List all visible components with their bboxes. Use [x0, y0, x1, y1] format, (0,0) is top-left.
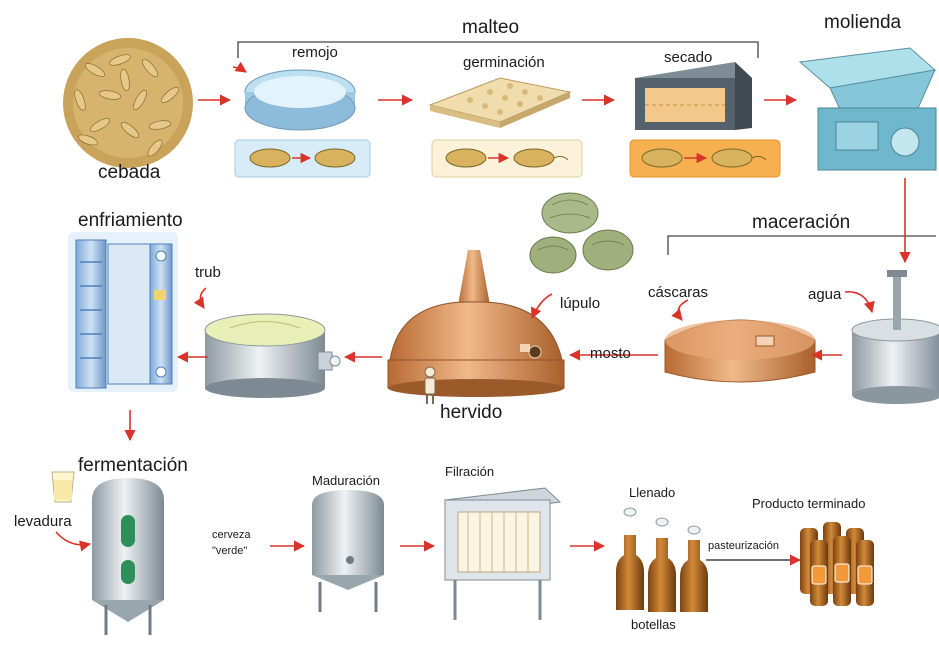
label-mosto: mosto — [590, 346, 631, 361]
label-producto-terminado: Producto terminado — [752, 497, 865, 510]
fermenter-tank-icon — [92, 478, 164, 635]
mill-icon — [800, 48, 936, 170]
label-verde: "verde" — [212, 546, 247, 557]
label-agua: agua — [808, 287, 841, 302]
seed-panel-secado — [630, 140, 780, 177]
seed-panel-remojo — [235, 140, 370, 177]
mash-tun-icon — [852, 270, 939, 404]
finished-product-icon — [800, 522, 874, 606]
label-enfriamiento: enfriamiento — [78, 211, 183, 230]
label-germinacion: germinación — [463, 55, 545, 70]
label-pasteurizacion: pasteurización — [708, 541, 779, 552]
steeping-dish-icon — [245, 70, 355, 130]
label-molienda: molienda — [824, 13, 901, 32]
label-lupulo: lúpulo — [560, 296, 600, 311]
label-fermentacion: fermentación — [78, 456, 188, 475]
germination-tray-icon — [430, 78, 570, 128]
label-malteo: malteo — [462, 18, 519, 37]
plate-cooler-icon — [68, 232, 178, 392]
label-maceracion: maceración — [752, 213, 850, 232]
label-levadura: levadura — [14, 514, 72, 529]
label-secado: secado — [664, 50, 712, 65]
label-trub: trub — [195, 265, 221, 280]
drying-kiln-icon — [635, 62, 752, 130]
hops-cones-icon — [530, 193, 633, 273]
label-hervido: hervido — [440, 403, 502, 422]
maceracion-bracket — [668, 236, 936, 255]
filter-press-icon — [445, 488, 560, 620]
label-cascaras: cáscaras — [648, 285, 708, 300]
label-filracion: Filración — [445, 465, 494, 478]
whirlpool-tank-icon — [205, 314, 340, 398]
label-maduracion: Maduración — [312, 474, 380, 487]
label-botellas: botellas — [631, 618, 676, 631]
label-cerveza: cerveza — [212, 530, 251, 541]
barley-pile-icon — [63, 38, 193, 168]
bottles-icon — [616, 508, 708, 612]
lauter-tun-icon — [665, 320, 815, 382]
brew-kettle-icon — [388, 250, 564, 397]
maturation-tank-icon — [312, 490, 384, 612]
label-remojo: remojo — [292, 45, 338, 60]
person-icon — [425, 367, 435, 404]
yeast-glass-icon — [52, 472, 74, 502]
label-cebada: cebada — [98, 163, 160, 182]
seed-panel-germinacion — [432, 140, 582, 177]
label-llenado: Llenado — [629, 486, 675, 499]
